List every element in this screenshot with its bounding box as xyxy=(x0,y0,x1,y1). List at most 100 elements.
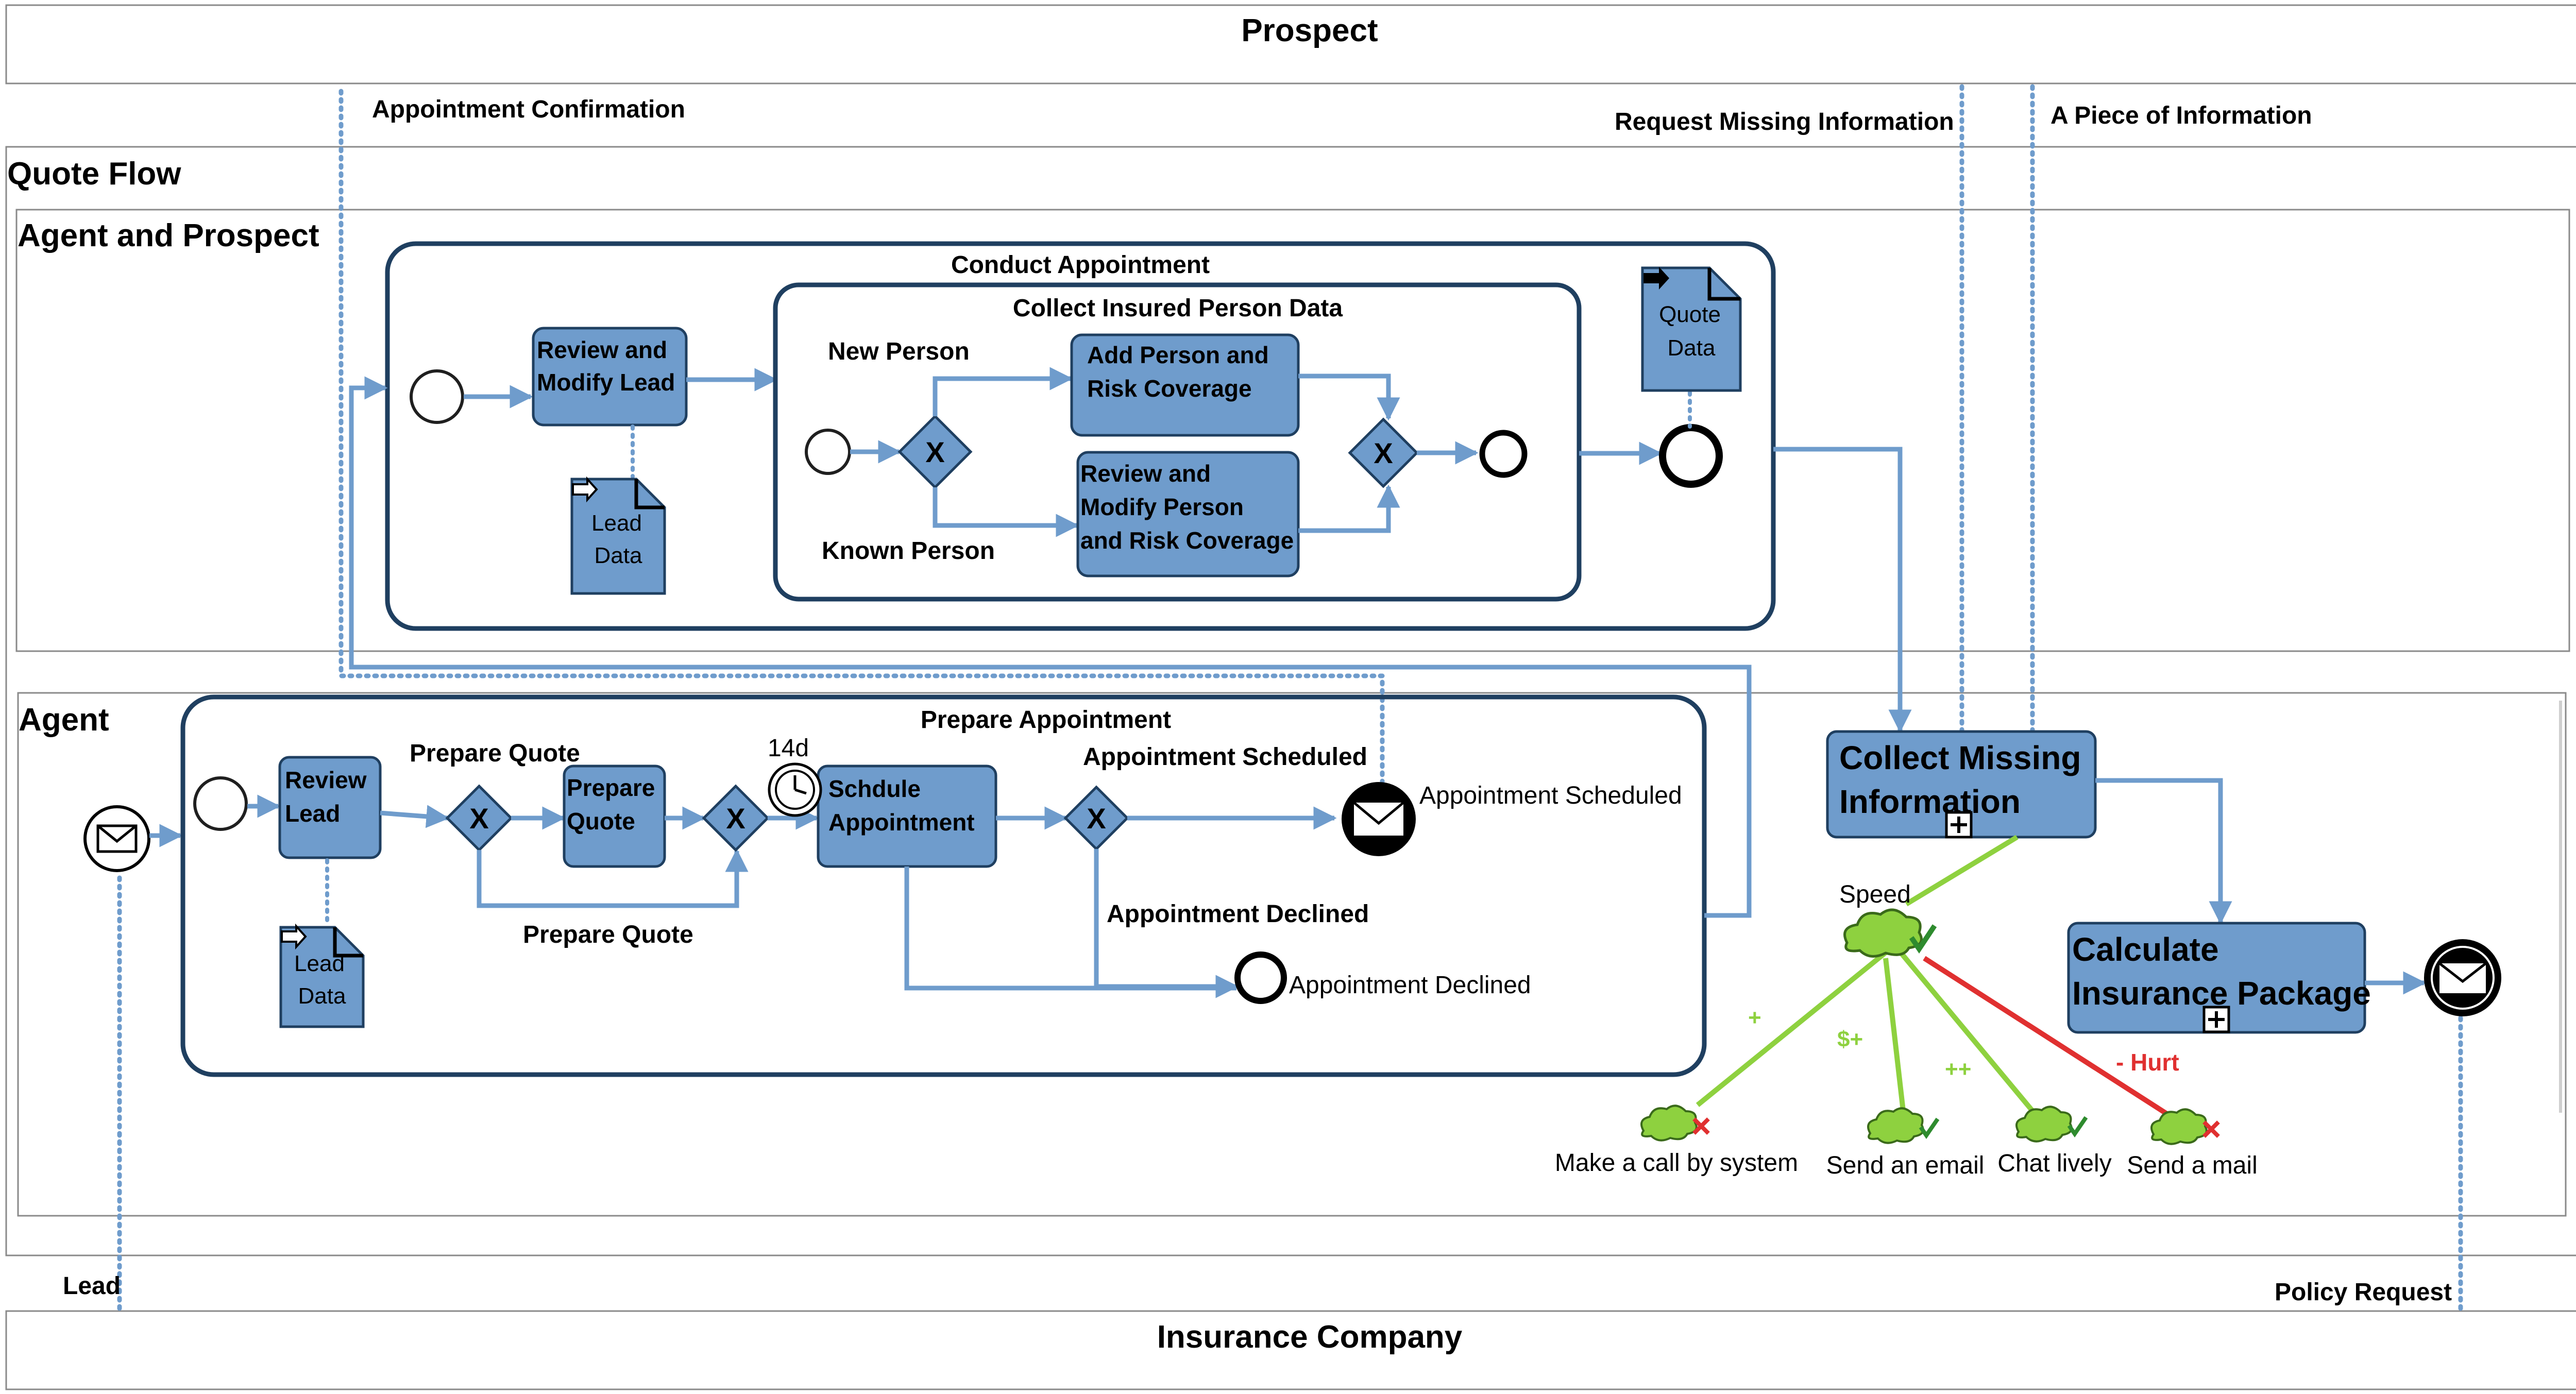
check-icon xyxy=(2067,1116,2088,1138)
contribution-hurt: - Hurt xyxy=(2116,1049,2179,1076)
cloud-goal-icon xyxy=(1867,1107,1924,1144)
collect-start-event[interactable] xyxy=(805,429,851,475)
gateway-prepare-quote-split[interactable]: X xyxy=(445,784,513,852)
check-icon xyxy=(1909,924,1937,954)
message-flow-request-missing[interactable]: Request Missing Information xyxy=(1615,84,1964,734)
message-flow-appointment-confirmation[interactable]: Appointment Confirmation xyxy=(338,84,1385,786)
contribution-dollar-plus: $+ xyxy=(1837,1027,1863,1052)
pool-insurance-company[interactable]: Insurance Company xyxy=(5,1310,2576,1390)
gateway-x-icon: X xyxy=(1374,437,1393,469)
task-review-person-line3: and Risk Coverage xyxy=(1080,527,1294,554)
task-prepare-quote[interactable]: Prepare Quote xyxy=(563,764,666,868)
task-schedule-appointment[interactable]: Schdule Appointment xyxy=(817,764,997,868)
task-prepare-quote-line2: Quote xyxy=(567,808,635,835)
task-collect-missing-line1: Collect Missing xyxy=(1839,739,2081,776)
prepare-start-event[interactable] xyxy=(193,776,248,831)
message-flow-appointment-confirmation-label: Appointment Confirmation xyxy=(372,96,685,123)
task-add-person-line1: Add Person and xyxy=(1087,342,1269,368)
lead-data-top-line1: Lead xyxy=(591,511,642,536)
subprocess-plus-icon[interactable] xyxy=(2202,1006,2230,1033)
task-review-lead[interactable]: Review Lead xyxy=(278,756,382,859)
label-known-person: Known Person xyxy=(822,537,995,565)
document-quote-data[interactable]: Quote Data xyxy=(1641,266,1742,392)
gateway-join[interactable]: X xyxy=(1348,417,1419,488)
message-flow-lead-label: Lead xyxy=(63,1272,121,1300)
cloud-goal-icon xyxy=(1843,908,1923,958)
goal-email-label: Send an email xyxy=(1826,1152,1985,1179)
end-event-appointment-declined[interactable]: Appointment Declined xyxy=(1234,951,1531,1004)
message-flow-request-missing-label: Request Missing Information xyxy=(1615,108,1954,135)
end-event-policy-request[interactable] xyxy=(2424,939,2501,1016)
goal-call-label: Make a call by system xyxy=(1555,1149,1798,1177)
conduct-end-event[interactable] xyxy=(1659,424,1723,488)
subprocess-conduct-appointment[interactable]: Conduct Appointment Review and Modify Le… xyxy=(385,241,1776,631)
subprocess-collect-insured-person[interactable]: Collect Insured Person Data X New Person… xyxy=(773,282,1582,602)
link-call[interactable] xyxy=(1696,948,1890,1107)
message-start-event[interactable] xyxy=(83,805,150,872)
gateway-x-icon: X xyxy=(925,436,944,468)
output-arrow-icon xyxy=(1643,267,1669,290)
gateway-x-icon: X xyxy=(1087,802,1106,835)
task-calculate-insurance-package[interactable]: Calculate Insurance Package xyxy=(2067,922,2371,1034)
gateway-x-icon: X xyxy=(726,802,745,835)
timer-icon[interactable]: 14d xyxy=(768,735,822,817)
pool-insurance-company-title: Insurance Company xyxy=(1157,1319,1463,1355)
end-event-appointment-scheduled[interactable]: Appointment Scheduled xyxy=(1342,782,1682,856)
document-lead-data-top[interactable]: Lead Data xyxy=(570,476,666,595)
task-review-person[interactable]: Review and Modify Person and Risk Covera… xyxy=(1076,451,1300,577)
conduct-start-event[interactable] xyxy=(410,369,464,424)
gateway-split[interactable]: X xyxy=(897,414,973,489)
link-chat[interactable] xyxy=(1899,951,2036,1115)
check-icon xyxy=(1919,1117,1940,1140)
quote-data-line2: Data xyxy=(1668,335,1716,361)
link-mail[interactable] xyxy=(1923,956,2173,1119)
softgoal-speed-label: Speed xyxy=(1839,881,1911,908)
label-appointment-scheduled-flow: Appointment Scheduled xyxy=(1083,743,1367,771)
cloud-goal-icon xyxy=(2015,1106,2073,1143)
link-email[interactable] xyxy=(1883,958,1906,1116)
task-prepare-quote-line1: Prepare xyxy=(567,774,655,801)
message-flow-policy-request[interactable]: Policy Request xyxy=(2275,1007,2463,1311)
contribution-plus: + xyxy=(1748,1005,1761,1030)
label-prepare-quote-bottom: Prepare Quote xyxy=(523,921,693,948)
goal-mail-label: Send a mail xyxy=(2127,1152,2257,1179)
subprocess-prepare-appointment[interactable]: Prepare Appointment Review Lead Lead Dat… xyxy=(180,694,1707,1077)
task-add-person-line2: Risk Coverage xyxy=(1087,375,1252,402)
collect-insured-title: Collect Insured Person Data xyxy=(1013,295,1343,322)
prepare-appointment-title: Prepare Appointment xyxy=(921,706,1171,734)
subprocess-plus-icon[interactable] xyxy=(1945,811,1973,839)
task-schedule-line2: Appointment xyxy=(828,809,975,836)
lane-agent-and-prospect-title: Agent and Prospect xyxy=(18,218,319,253)
cross-icon xyxy=(1692,1117,1710,1135)
link-speed[interactable] xyxy=(1905,835,2019,907)
task-review-modify-lead-line1: Review and xyxy=(537,336,667,363)
message-flow-lead[interactable]: Lead xyxy=(63,873,122,1311)
task-review-modify-lead[interactable]: Review and Modify Lead xyxy=(532,327,688,427)
gateway-appointment[interactable]: X xyxy=(1063,785,1129,851)
task-goal-call[interactable]: Make a call by system xyxy=(1555,1104,1798,1177)
goal-model: Speed + $+ ++ - Hurt Make a call by syst… xyxy=(1555,835,2258,1179)
task-goal-mail[interactable]: Send a mail xyxy=(2127,1108,2258,1179)
softgoal-speed[interactable] xyxy=(1843,908,1937,958)
task-review-lead-line2: Lead xyxy=(285,800,340,827)
gateway-prepare-quote-join[interactable]: X xyxy=(702,784,770,852)
task-goal-chat[interactable]: Chat lively xyxy=(1997,1106,2112,1177)
task-collect-missing-information[interactable]: Collect Missing Information xyxy=(1826,730,2097,839)
pool-prospect[interactable]: Prospect xyxy=(5,4,2576,84)
document-lead-data-bottom[interactable]: Lead Data xyxy=(279,923,365,1028)
task-add-person[interactable]: Add Person and Risk Coverage xyxy=(1070,333,1300,437)
collect-end-event[interactable] xyxy=(1479,430,1528,478)
lane-agent-title: Agent xyxy=(19,702,109,738)
task-goal-email[interactable]: Send an email xyxy=(1826,1107,1985,1179)
message-flow-piece-of-information-label: A Piece of Information xyxy=(2050,102,2312,129)
message-flow-piece-of-information[interactable]: A Piece of Information xyxy=(2030,84,2312,734)
lead-data-bottom-line2: Data xyxy=(298,983,346,1009)
task-schedule-line1: Schdule xyxy=(828,775,921,802)
task-review-lead-line1: Review xyxy=(285,767,367,793)
event-appointment-scheduled-label: Appointment Scheduled xyxy=(1419,782,1682,809)
task-calculate-line2: Insurance Package xyxy=(2072,975,2371,1012)
input-arrow-icon xyxy=(572,476,598,503)
message-flow-policy-request-label: Policy Request xyxy=(2275,1279,2452,1306)
conduct-appointment-title: Conduct Appointment xyxy=(951,251,1210,279)
